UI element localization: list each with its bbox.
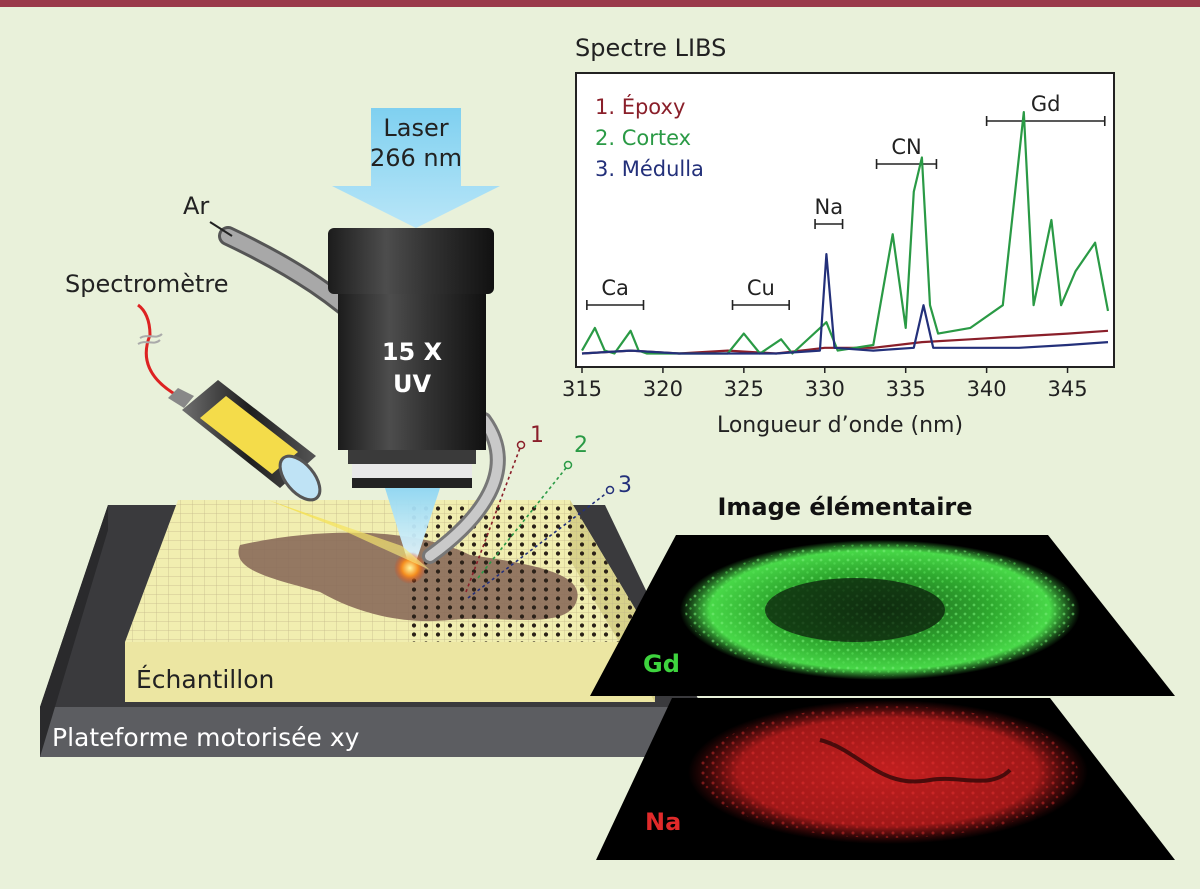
focused-laser-beam [385,488,440,562]
objective-body [338,294,486,450]
x-tick-label: 320 [643,377,683,401]
x-tick-label: 340 [967,377,1007,401]
series-line-3 [581,253,1109,355]
point-2-label: 2 [574,433,588,458]
annotation-label-cn: CN [891,135,921,159]
objective-label-line2: UV [393,370,431,398]
chart-x-ticks: 315 320 325 330 335 340 345 [562,367,1088,401]
x-tick-label: 335 [886,377,926,401]
top-accent-bar [0,0,1200,7]
annotation-label-gd: Gd [1031,92,1061,116]
point-1-label: 1 [530,423,544,448]
laser-label-line2: 266 nm [370,144,462,172]
na-map-label: Na [645,808,681,836]
x-tick-label: 315 [562,377,602,401]
chart-legend: 1. Époxy 2. Cortex 3. Médulla [595,94,704,181]
elemental-image-title: Image élémentaire [717,493,972,521]
point-1-leader [465,447,521,593]
spectrometer-label: Spectromètre [65,270,229,298]
sample-label: Échantillon [136,665,274,694]
chart-series [581,111,1110,355]
fiber-cable [137,303,179,398]
gd-map-label: Gd [643,650,680,678]
laser-label-line1: Laser [383,114,448,142]
objective-label-line1: 15 X [382,338,443,366]
annotation-label-ca: Ca [601,276,629,300]
stage-front [40,707,702,757]
legend-entry-2: 2. Cortex [595,126,691,150]
x-tick-label: 330 [805,377,845,401]
x-tick-label: 345 [1047,377,1087,401]
chart-title: Spectre LIBS [575,34,726,62]
stage-label: Plateforme motorisée xy [52,723,360,752]
annotation-label-na: Na [815,195,844,219]
point-3-label: 3 [618,473,632,498]
legend-entry-3: 3. Médulla [595,157,704,181]
sample-front [125,642,655,702]
argon-label: Ar [183,192,209,220]
point-3-leader [467,491,609,599]
chart-annotations: Ca Cu Na CN Gd [586,92,1106,310]
legend-entry-1: 1. Époxy [595,94,685,119]
annotation-label-cu: Cu [747,276,775,300]
chart-x-axis-label: Longueur d’onde (nm) [717,413,963,438]
laser-arrow [332,108,500,228]
objective-collar [328,228,494,294]
x-tick-label: 325 [724,377,764,401]
